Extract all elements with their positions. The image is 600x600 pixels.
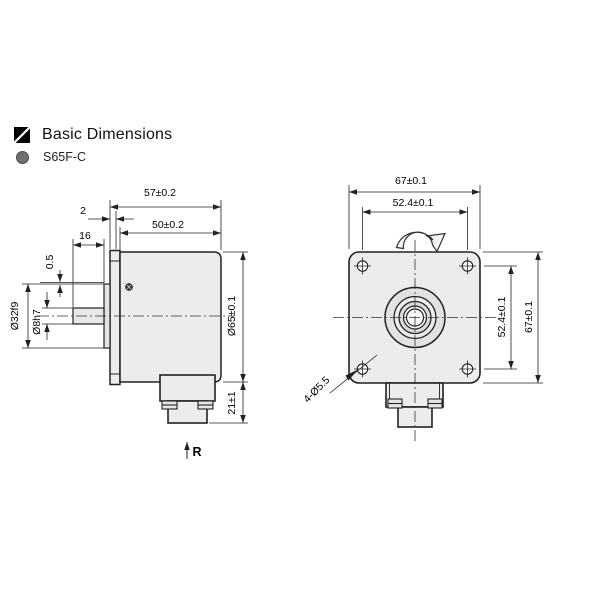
dim-boss-diameter: Ø32f9 — [8, 301, 21, 331]
side-view-dimension-lines — [22, 200, 248, 424]
dim-boss-step: 0.5 — [43, 254, 56, 270]
rotation-reference-label: R — [192, 444, 202, 459]
mounting-hole — [354, 257, 371, 275]
page-title: Basic Dimensions — [42, 126, 173, 143]
dim-flange-height: 67±0.1 — [522, 300, 535, 334]
dim-hole-pitch-vertical: 52.4±0.1 — [495, 296, 508, 338]
front-view-body — [348, 251, 481, 428]
dim-flange-width: 67±0.1 — [394, 174, 428, 187]
flange-plate — [109, 249, 121, 386]
front-view — [329, 185, 543, 441]
dim-body-diameter: Ø65±0.1 — [225, 295, 238, 337]
side-view — [22, 200, 248, 459]
dim-body-depth: 50±0.2 — [151, 218, 185, 231]
mounting-hole — [354, 360, 371, 378]
connector-plug — [167, 400, 208, 424]
model-circle-bullet-icon — [16, 150, 29, 164]
mounting-hole — [459, 360, 476, 378]
dim-shaft-length: 16 — [79, 229, 91, 242]
dim-total-depth: 57±0.2 — [143, 186, 177, 199]
title-block: Basic Dimensions S65F-C — [14, 124, 172, 168]
model-name: S65F-C — [43, 150, 87, 164]
connector-housing — [159, 374, 216, 402]
dim-face-offset: 2 — [80, 204, 86, 217]
section-square-bullet-icon — [14, 127, 30, 143]
dim-shaft-diameter: Ø8h7 — [30, 309, 43, 335]
set-screw-icon — [125, 283, 133, 291]
front-view-dimension-lines — [348, 185, 543, 384]
rotation-direction-arrow-icon — [395, 231, 446, 253]
mounting-holes — [354, 257, 476, 378]
side-view-body — [72, 249, 222, 424]
dim-hole-pitch-horizontal: 52.4±0.1 — [392, 196, 434, 209]
mounting-hole — [459, 257, 476, 275]
encoder-body — [119, 251, 222, 383]
dim-connector-height: 21±1 — [225, 391, 238, 415]
hole-callout-leader — [329, 354, 378, 394]
